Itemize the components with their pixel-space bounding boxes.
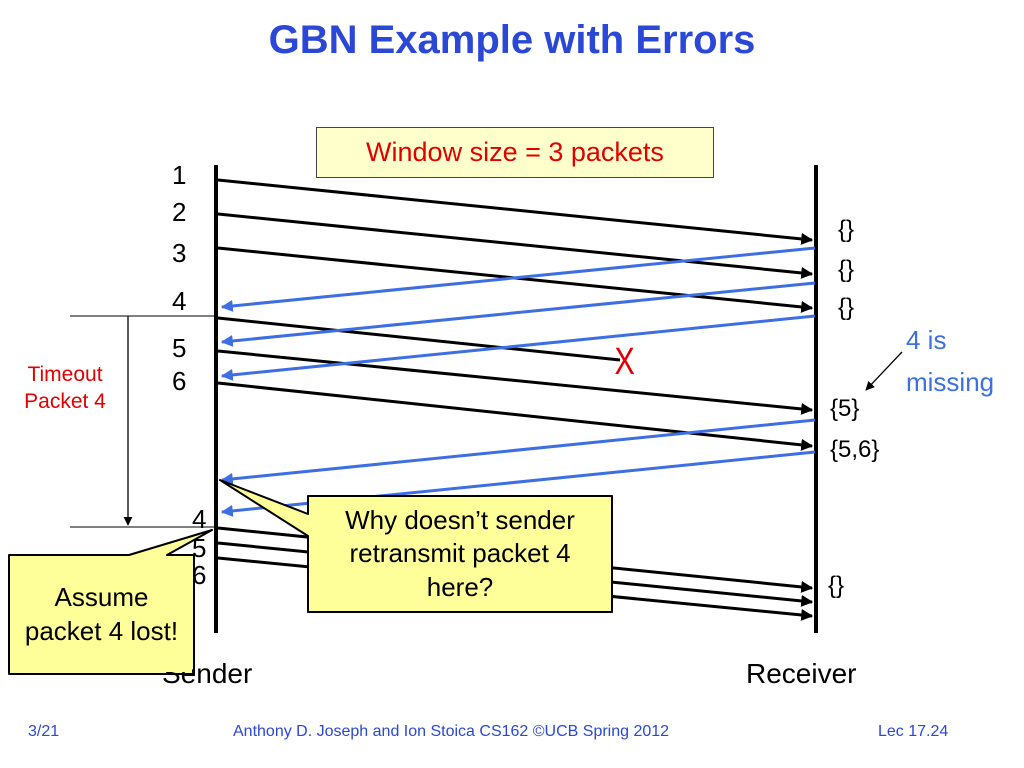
packet-arrow-2 [217,212,814,279]
footer-slide-number: 3/21 [28,723,60,740]
slide-title: GBN Example with Errors [268,18,756,62]
footer-lecture: Lec 17.24 [878,723,949,740]
seq-label-3: 3 [172,238,187,268]
assume-callout-text: Assume packet 4 lost! [11,557,192,672]
seq-label-4: 4 [172,286,187,316]
missing-note-line-1: 4 is [906,325,947,355]
ack-label-5-6: {5,6} [830,436,880,463]
packet-lost-x-mark: X [614,341,635,383]
seq-label-1: 1 [172,160,187,190]
receiver-label: Receiver [746,658,857,689]
missing-note-line-2: missing [906,366,995,397]
ack-label-3: {} [838,294,855,321]
seq-label-5: 5 [172,333,187,363]
packet-arrow-6 [217,381,814,451]
packet-arrow-4-lost [217,316,621,362]
missing-note: 4 is missing [906,320,994,403]
packet-arrow-5 [217,349,814,415]
ack-arrow-2 [220,281,816,347]
timeout-label-line-2: Packet 4 [24,390,106,414]
ack-label-retransmit: {} [828,572,845,599]
ack-arrow-3 [220,314,816,381]
seq-label-retransmit-6: 6 [192,560,207,590]
packet-arrow-1 [217,178,814,245]
missing-note-pointer [865,351,903,391]
timeout-label-line-1: Timeout [27,363,103,386]
window-size-box: Window size = 3 packets [316,127,714,178]
seq-label-retransmit-5: 5 [192,533,207,563]
timeout-label: Timeout Packet 4 [6,361,124,416]
ack-label-1: {} [838,216,855,243]
ack-arrow-4 [220,418,816,485]
footer-credit: Anthony D. Joseph and Ion Stoica CS162 ©… [233,723,670,740]
question-callout-text: Why doesn’t sender retransmit packet 4 h… [310,498,610,610]
ack-arrow-1 [220,246,816,312]
seq-label-retransmit-4: 4 [192,504,207,534]
ack-label-5: {5} [830,395,860,422]
ack-label-2: {} [838,256,855,283]
seq-label-2: 2 [172,197,187,227]
seq-label-6: 6 [172,366,187,396]
